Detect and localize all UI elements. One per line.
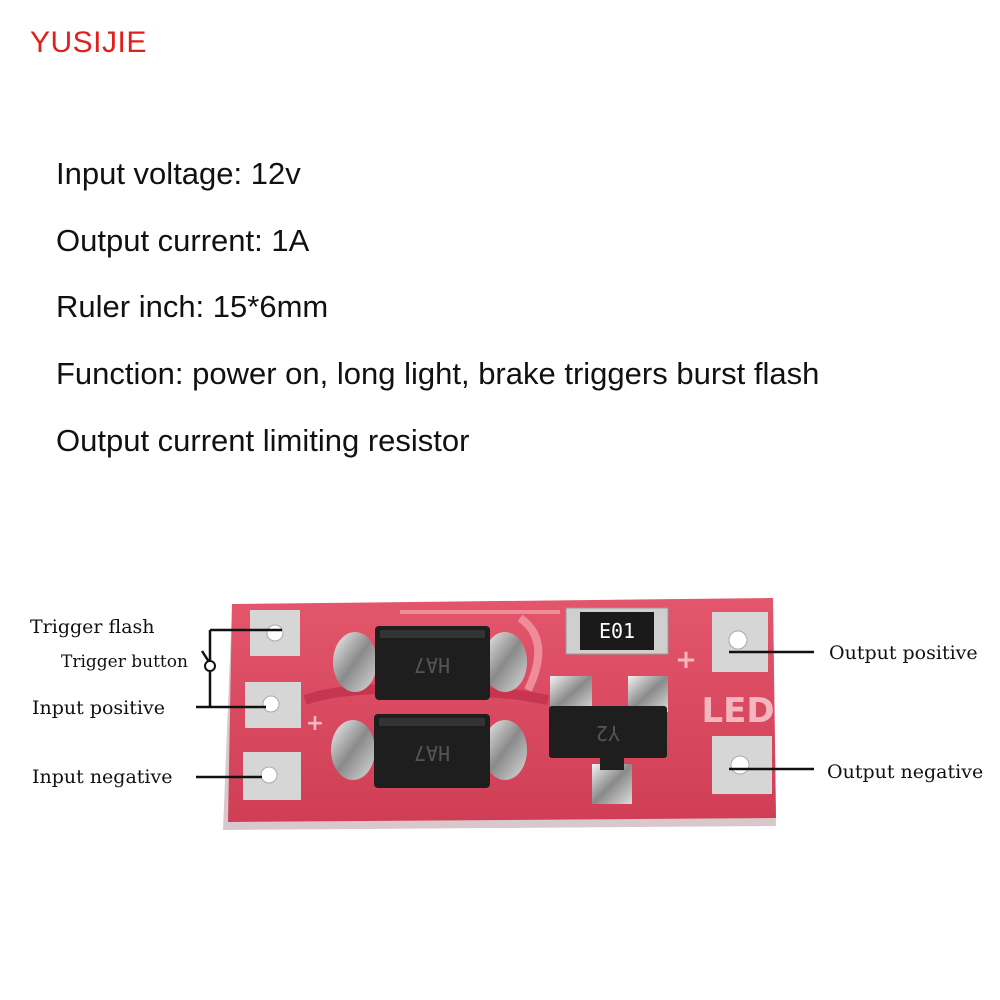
label-input-positive: Input positive [32,697,165,719]
label-input-negative: Input negative [32,766,173,788]
spec-output-current: Output current: 1A [56,223,310,258]
silkscreen-plus-icon: + [306,711,324,736]
resistor-marking: E01 [599,619,635,643]
transistor: Y2 [549,676,668,804]
diode-top-marking: HA7 [414,653,450,677]
label-trigger-button: Trigger button [61,652,188,672]
transistor-marking: Y2 [596,721,620,745]
diode-bottom-marking: HA7 [414,741,450,765]
silkscreen-plus-icon: + [675,645,697,675]
pad-input-positive [245,682,301,728]
label-output-positive: Output positive [829,642,978,664]
pad-output-positive [712,612,768,672]
spec-function: Function: power on, long light, brake tr… [56,356,820,391]
label-trigger-flash: Trigger flash [30,616,155,638]
spec-input-voltage: Input voltage: 12v [56,156,301,191]
silkscreen-marking: LED [701,691,774,731]
diode-bottom: HA7 [331,714,527,788]
pad-trigger [250,610,300,656]
diode-top: HA7 [333,626,527,700]
pad-output-negative [712,736,772,794]
spec-resistor: Output current limiting resistor [56,423,470,458]
brand-name: YUSIJIE [30,26,147,59]
switch-contact-icon [204,660,216,672]
resistor: E01 [565,607,669,655]
label-output-negative: Output negative [827,761,984,783]
spec-size: Ruler inch: 15*6mm [56,289,329,324]
